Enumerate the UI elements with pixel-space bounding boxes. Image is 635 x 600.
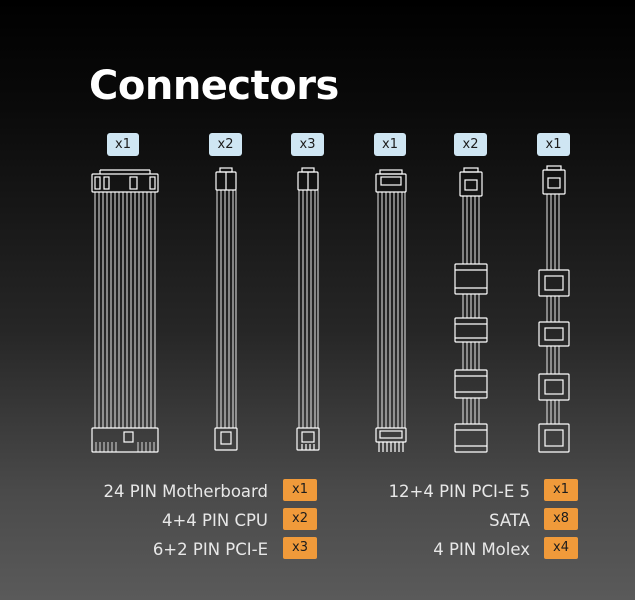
legend-label-pcie5: 12+4 PIN PCI-E 5 [388,482,530,501]
legend-label-pcie: 6+2 PIN PCI-E [152,540,268,559]
legend-qty-pcie: x3 [283,537,317,559]
cable-24pin-motherboard-icon [91,169,159,453]
cable-qty-badge-sata: x2 [454,133,487,156]
cable-qty-badge-24pin: x1 [107,133,139,156]
cable-sata-icon [454,167,488,453]
legend-label-cpu: 4+4 PIN CPU [161,511,268,530]
page-title: Connectors [89,63,339,109]
legend-qty-sata: x8 [544,508,578,530]
cable-qty-badge-cpu: x2 [209,133,242,156]
legend-qty-24pin-motherboard: x1 [283,479,317,501]
cable-molex-icon [538,165,570,453]
legend-label-molex: 4 PIN Molex [433,540,530,559]
cable-qty-badge-pcie5: x1 [374,133,406,156]
legend-qty-cpu: x2 [283,508,317,530]
cable-qty-badge-molex: x1 [537,133,570,156]
cable-pcie-icon [296,167,320,451]
legend-qty-molex: x4 [544,537,578,559]
legend-label-24pin-motherboard: 24 PIN Motherboard [103,482,268,501]
cable-pcie5-icon [375,169,407,452]
cable-cpu-icon [214,167,238,451]
legend-label-sata: SATA [489,511,530,530]
cable-qty-badge-pcie: x3 [291,133,324,156]
legend-qty-pcie5: x1 [544,479,578,501]
